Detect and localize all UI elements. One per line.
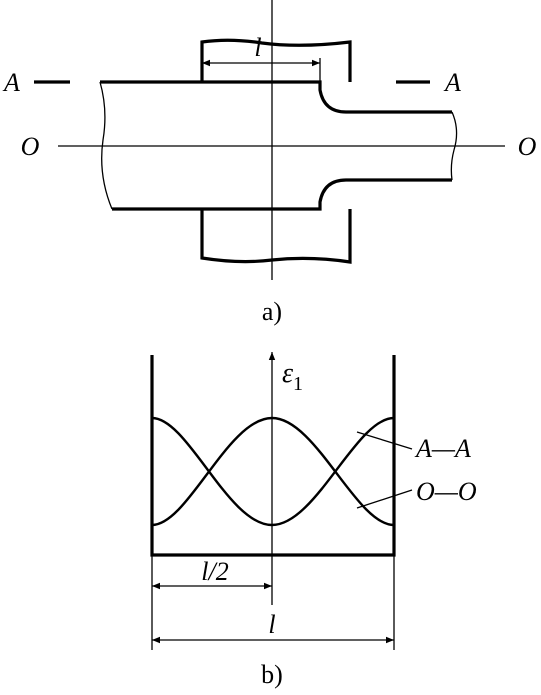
axis-label-left: O: [21, 132, 40, 161]
dimension-l-label: l: [254, 33, 261, 62]
leader-o-o: [356, 489, 413, 509]
caption-a: a): [262, 297, 282, 326]
shaft-left-break: [99, 81, 113, 210]
curve-o-o: [151, 416, 395, 527]
half-span-label: l/2: [201, 557, 228, 586]
axis-label-right: O: [518, 132, 537, 161]
leader-a-a: [356, 431, 413, 450]
full-span-label: l: [268, 610, 275, 639]
shaft-bottom-edge: [112, 178, 452, 211]
section-label-left: A: [2, 68, 20, 97]
epsilon-subscript: 1: [293, 373, 303, 395]
plot-frame: [150, 355, 396, 557]
caption-b: b): [261, 660, 283, 689]
figure-b: ε1 A—A O—O l/2 l b): [150, 352, 477, 689]
figure-a: l A A O O a): [2, 0, 537, 326]
section-label-right: A: [443, 68, 461, 97]
curve-label-a-a: A—A: [414, 434, 471, 463]
curve-a-a: [151, 416, 395, 527]
hub-top-block: [200, 38, 352, 82]
axis-label-epsilon: ε1: [282, 358, 303, 395]
hub-bottom-block: [200, 209, 352, 264]
curve-label-o-o: O—O: [416, 477, 477, 506]
epsilon-symbol: ε: [282, 358, 293, 389]
shaft-top-edge: [100, 80, 452, 114]
shaft-right-break: [450, 111, 458, 181]
